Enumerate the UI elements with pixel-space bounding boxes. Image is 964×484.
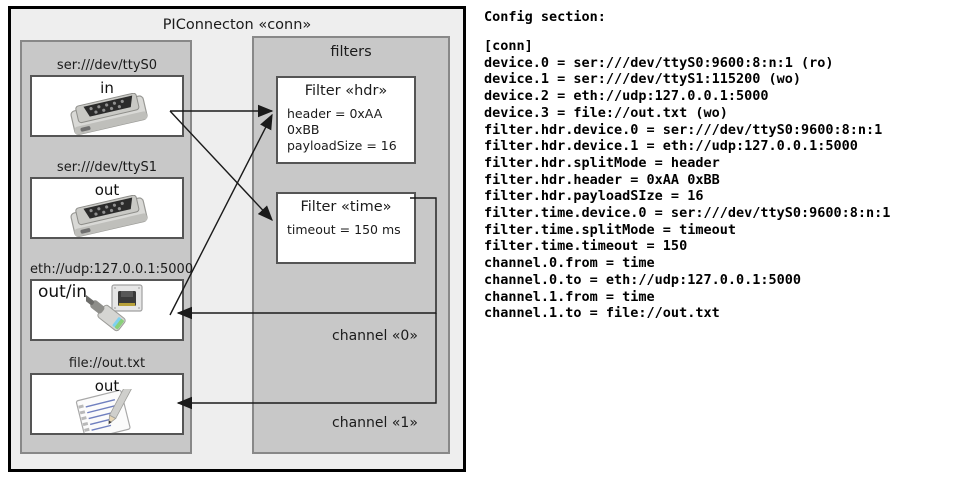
filter-title: Filter «hdr» [304, 83, 388, 99]
component-title: PIConnecton «conn» [162, 17, 312, 33]
device-card[interactable]: out/in [30, 279, 184, 341]
device-group-ttys1[interactable]: ser:///dev/ttyS1 out [30, 160, 184, 239]
architecture-diagram: PIConnecton «conn» ser:///dev/ttyS0 in [0, 0, 478, 484]
text-file-pencil-icon [75, 389, 133, 433]
filter-property: payloadSize = 16 [287, 138, 397, 153]
device-caption: file://out.txt [68, 356, 146, 371]
device-group-ttys0[interactable]: ser:///dev/ttyS0 in [30, 58, 184, 137]
filters-panel: filters Filter «hdr» header = 0xAA 0xBB … [252, 36, 450, 454]
devices-panel: ser:///dev/ttyS0 in [20, 40, 194, 454]
config-text: [conn] device.0 = ser:///dev/ttyS0:9600:… [484, 38, 891, 322]
config-heading: Config section: [484, 9, 606, 25]
device-card[interactable]: in [30, 75, 184, 137]
device-direction-label: out [94, 181, 120, 199]
channel-label-0: channel «0» [332, 328, 418, 344]
device-direction-label: out [94, 377, 120, 395]
filter-property: header = 0xAA 0xBB [287, 106, 383, 137]
filter-title: Filter «time» [300, 199, 392, 215]
filter-property: timeout = 150 ms [287, 222, 401, 237]
serial-db9-connector-icon [70, 93, 148, 135]
device-direction-label: in [100, 79, 114, 97]
device-direction-label: out/in [38, 282, 88, 302]
device-group-eth[interactable]: eth://udp:127.0.0.1:5000 out/in [30, 262, 194, 341]
device-card[interactable]: out [30, 177, 184, 239]
device-caption: ser:///dev/ttyS0 [56, 58, 158, 73]
device-card[interactable]: out [30, 373, 184, 435]
channel-label-1: channel «1» [332, 415, 418, 431]
ethernet-rj45-icon [86, 284, 143, 332]
filter-properties: header = 0xAA 0xBB payloadSize = 16 [287, 106, 414, 154]
serial-db9-connector-icon [70, 195, 148, 237]
filter-box-time[interactable]: Filter «time» timeout = 150 ms [276, 192, 416, 264]
filters-panel-title: filters [330, 44, 372, 60]
filter-box-hdr[interactable]: Filter «hdr» header = 0xAA 0xBB payloadS… [276, 76, 416, 164]
device-caption: eth://udp:127.0.0.1:5000 [30, 262, 194, 277]
device-group-file[interactable]: file://out.txt out [30, 356, 184, 435]
config-section: Config section: [conn] device.0 = ser://… [482, 0, 964, 484]
device-caption: ser:///dev/ttyS1 [56, 160, 158, 175]
filter-properties: timeout = 150 ms [287, 222, 414, 238]
